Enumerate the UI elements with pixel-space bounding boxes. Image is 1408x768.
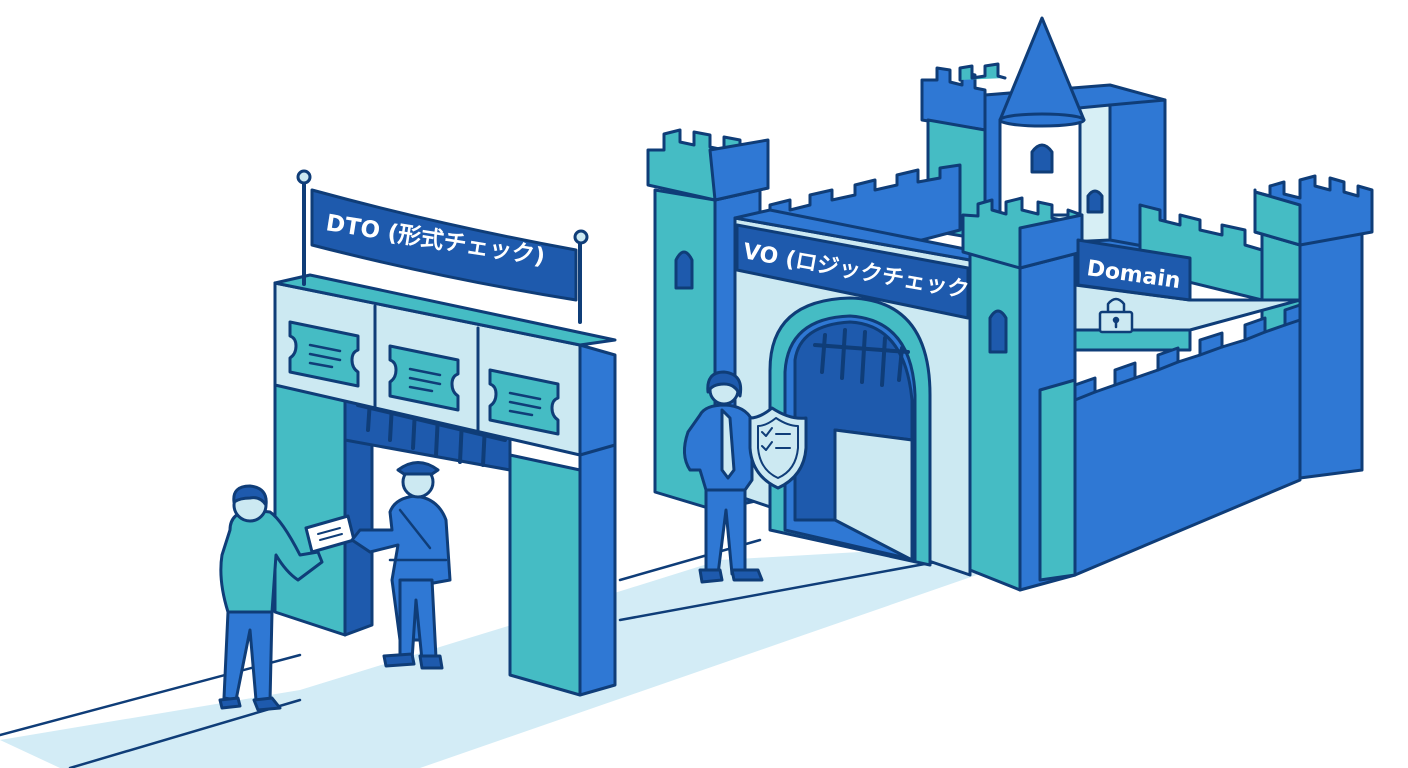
dto-gate: DTO (形式チェック) xyxy=(273,169,617,697)
visitor-figure xyxy=(218,484,324,712)
ticket-icon xyxy=(288,320,360,388)
guard-figure xyxy=(350,461,452,670)
castle-portcullis xyxy=(813,328,910,387)
inspector-figure xyxy=(683,370,808,584)
castle-gate-wall: VO (ロジックチェック) xyxy=(733,208,981,577)
domain-castle: VO (ロジックチェック) Domain xyxy=(646,16,1374,592)
ticket-icon xyxy=(488,368,560,436)
ticket-icon xyxy=(388,344,460,412)
domain-sign: Domain xyxy=(1076,238,1192,302)
castle-front-right-wall xyxy=(1038,303,1302,582)
domain-courtyard: Domain xyxy=(1073,238,1302,352)
padlock-icon xyxy=(1098,297,1134,334)
shield-checklist-icon xyxy=(748,406,808,490)
